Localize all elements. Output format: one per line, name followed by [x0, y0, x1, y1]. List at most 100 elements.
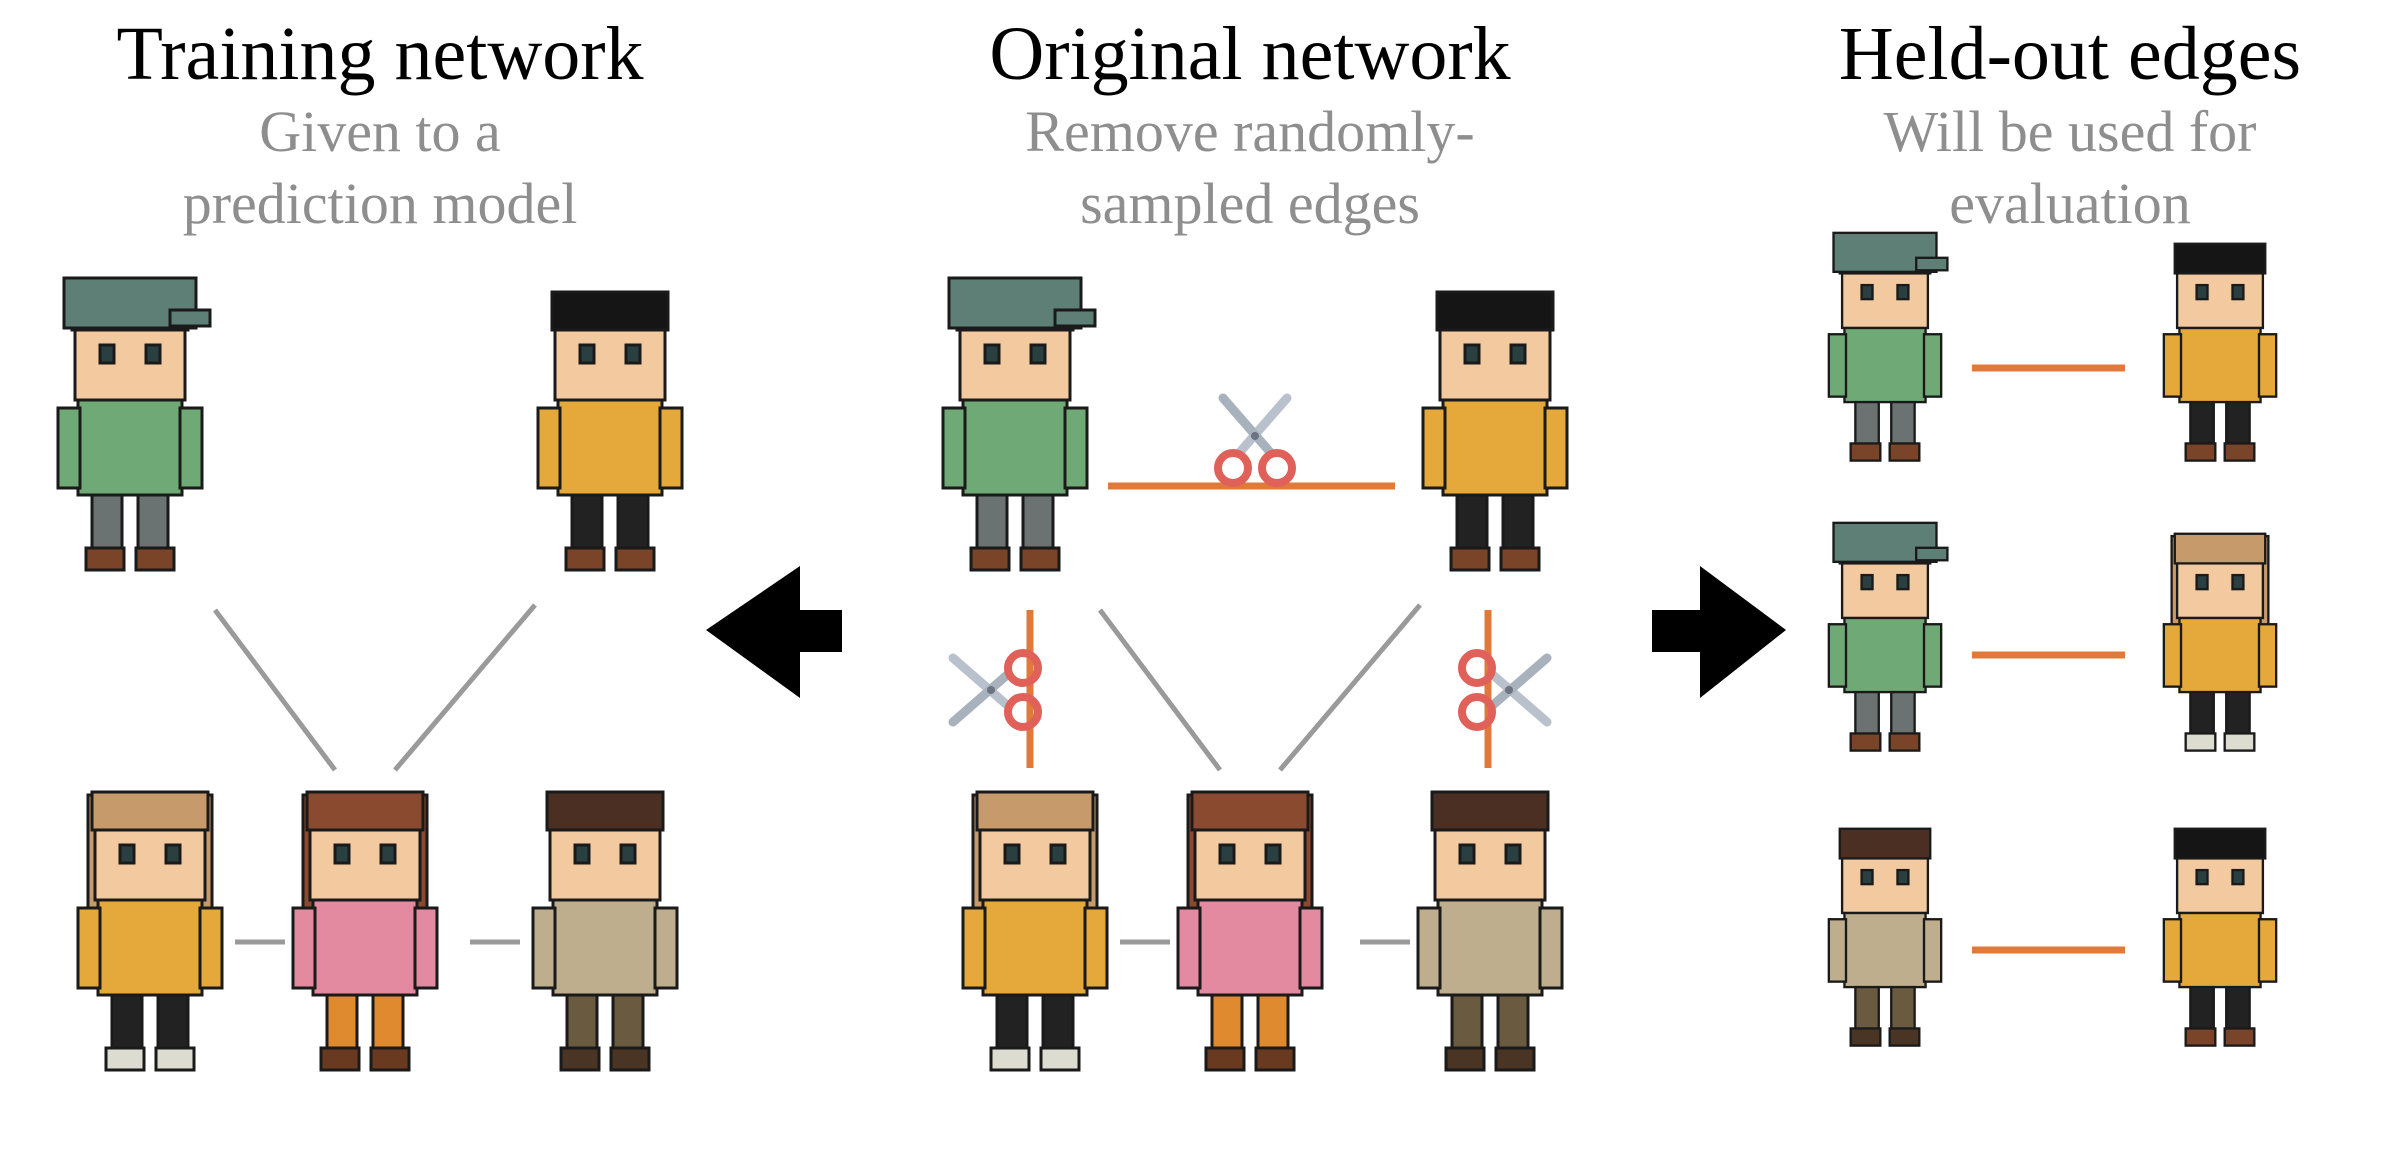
arm-shape: [291, 906, 317, 990]
arm-shape: [1298, 906, 1324, 990]
shoe-shape: [564, 546, 606, 572]
eye-shape: [2231, 868, 2245, 886]
leg-shape: [1210, 993, 1244, 1052]
shoe-shape: [1204, 1046, 1246, 1072]
leg-shape: [975, 493, 1009, 552]
shoe-shape: [1849, 442, 1882, 462]
arm-shape: [76, 906, 102, 990]
panel-subtitle-line: prediction model: [182, 171, 578, 236]
character-brown-boy: [1827, 827, 1943, 1047]
jacket-shape: [551, 898, 659, 997]
leg-shape: [2189, 985, 2215, 1032]
leg-shape: [136, 493, 170, 552]
shoe-shape: [104, 1046, 146, 1072]
jacket-shape: [2178, 616, 2262, 694]
eye-shape: [1218, 843, 1236, 865]
shoe-shape: [1888, 732, 1921, 752]
arm-shape: [1827, 918, 1848, 983]
leg-shape: [1496, 993, 1530, 1052]
eye-shape: [379, 843, 397, 865]
arm-shape: [1922, 918, 1943, 983]
shoe-shape: [319, 1046, 361, 1072]
shoe-shape: [2223, 1027, 2256, 1047]
eye-shape: [1504, 843, 1522, 865]
hair-shape: [2173, 532, 2267, 565]
panel-subtitle-line: sampled edges: [1080, 171, 1420, 236]
leg-shape: [1854, 400, 1880, 447]
arm-shape: [1063, 406, 1089, 490]
eye-shape: [1860, 573, 1874, 591]
jacket-shape: [1843, 326, 1927, 404]
jacket-shape: [2178, 911, 2262, 989]
leg-shape: [565, 993, 599, 1052]
shoe-shape: [1254, 1046, 1296, 1072]
shoe-shape: [1444, 1046, 1486, 1072]
eye-shape: [1029, 343, 1047, 365]
eye-shape: [1458, 843, 1476, 865]
shoe-shape: [989, 1046, 1031, 1072]
eye-shape: [1509, 343, 1527, 365]
shoe-shape: [1849, 732, 1882, 752]
jacket-shape: [1436, 898, 1544, 997]
training-network-heading: Training network Given to a prediction m…: [40, 12, 720, 240]
shoe-shape: [1019, 546, 1061, 572]
eye-shape: [1896, 283, 1910, 301]
arm-shape: [56, 406, 82, 490]
arm-shape: [536, 406, 562, 490]
shoe-shape: [2223, 732, 2256, 752]
leg-shape: [1455, 493, 1489, 552]
hair-shape: [2173, 827, 2267, 860]
hair-shape: [550, 290, 670, 332]
shoe-shape: [154, 1046, 196, 1072]
shoe-shape: [1888, 1027, 1921, 1047]
eye-shape: [164, 843, 182, 865]
leg-shape: [90, 493, 124, 552]
arm-shape: [198, 906, 224, 990]
eye-shape: [333, 843, 351, 865]
hair-shape: [2173, 242, 2267, 275]
shoe-shape: [559, 1046, 601, 1072]
leg-shape: [1890, 690, 1916, 737]
arm-shape: [1538, 906, 1564, 990]
eye-shape: [1860, 283, 1874, 301]
leg-shape: [1256, 993, 1290, 1052]
jacket-shape: [1843, 616, 1927, 694]
jacket-shape: [961, 398, 1069, 497]
character-pink-girl: [291, 790, 439, 1072]
leg-shape: [995, 993, 1029, 1052]
held-out-edges: [1827, 231, 2278, 1047]
jacket-shape: [2178, 326, 2262, 404]
leg-shape: [1854, 985, 1880, 1032]
leg-shape: [1501, 493, 1535, 552]
panel-title: Training network: [116, 12, 644, 96]
edge-dark-pink-kept: [1278, 603, 1422, 772]
original-network-heading: Original network Remove randomly- sample…: [900, 12, 1600, 240]
leg-shape: [611, 993, 645, 1052]
arm-shape: [1827, 623, 1848, 688]
shoe-shape: [609, 1046, 651, 1072]
arm-shape: [961, 906, 987, 990]
leg-shape: [156, 993, 190, 1052]
jacket-shape: [1441, 398, 1549, 497]
eye-shape: [2195, 573, 2209, 591]
panel-title: Held-out edges: [1838, 12, 2302, 96]
arm-shape: [1922, 333, 1943, 398]
heldout-pair-brown-dark: [1827, 827, 2278, 1047]
shoe-shape: [84, 546, 126, 572]
eye-shape: [144, 343, 162, 365]
scissors-icon: [1462, 653, 1547, 727]
panel-subtitle-line: Remove randomly-: [1025, 99, 1475, 164]
character-pink-girl: [1176, 790, 1324, 1072]
original-network: [941, 276, 1569, 1072]
shoe-shape: [369, 1046, 411, 1072]
shoe-shape: [1499, 546, 1541, 572]
shoe-shape: [1494, 1046, 1536, 1072]
jacket-shape: [76, 398, 184, 497]
arm-shape: [1922, 623, 1943, 688]
eye-shape: [1463, 343, 1481, 365]
shoe-shape: [1449, 546, 1491, 572]
eye-shape: [619, 843, 637, 865]
edge-dark-boy-pink-girl: [393, 603, 537, 772]
leg-shape: [616, 493, 650, 552]
